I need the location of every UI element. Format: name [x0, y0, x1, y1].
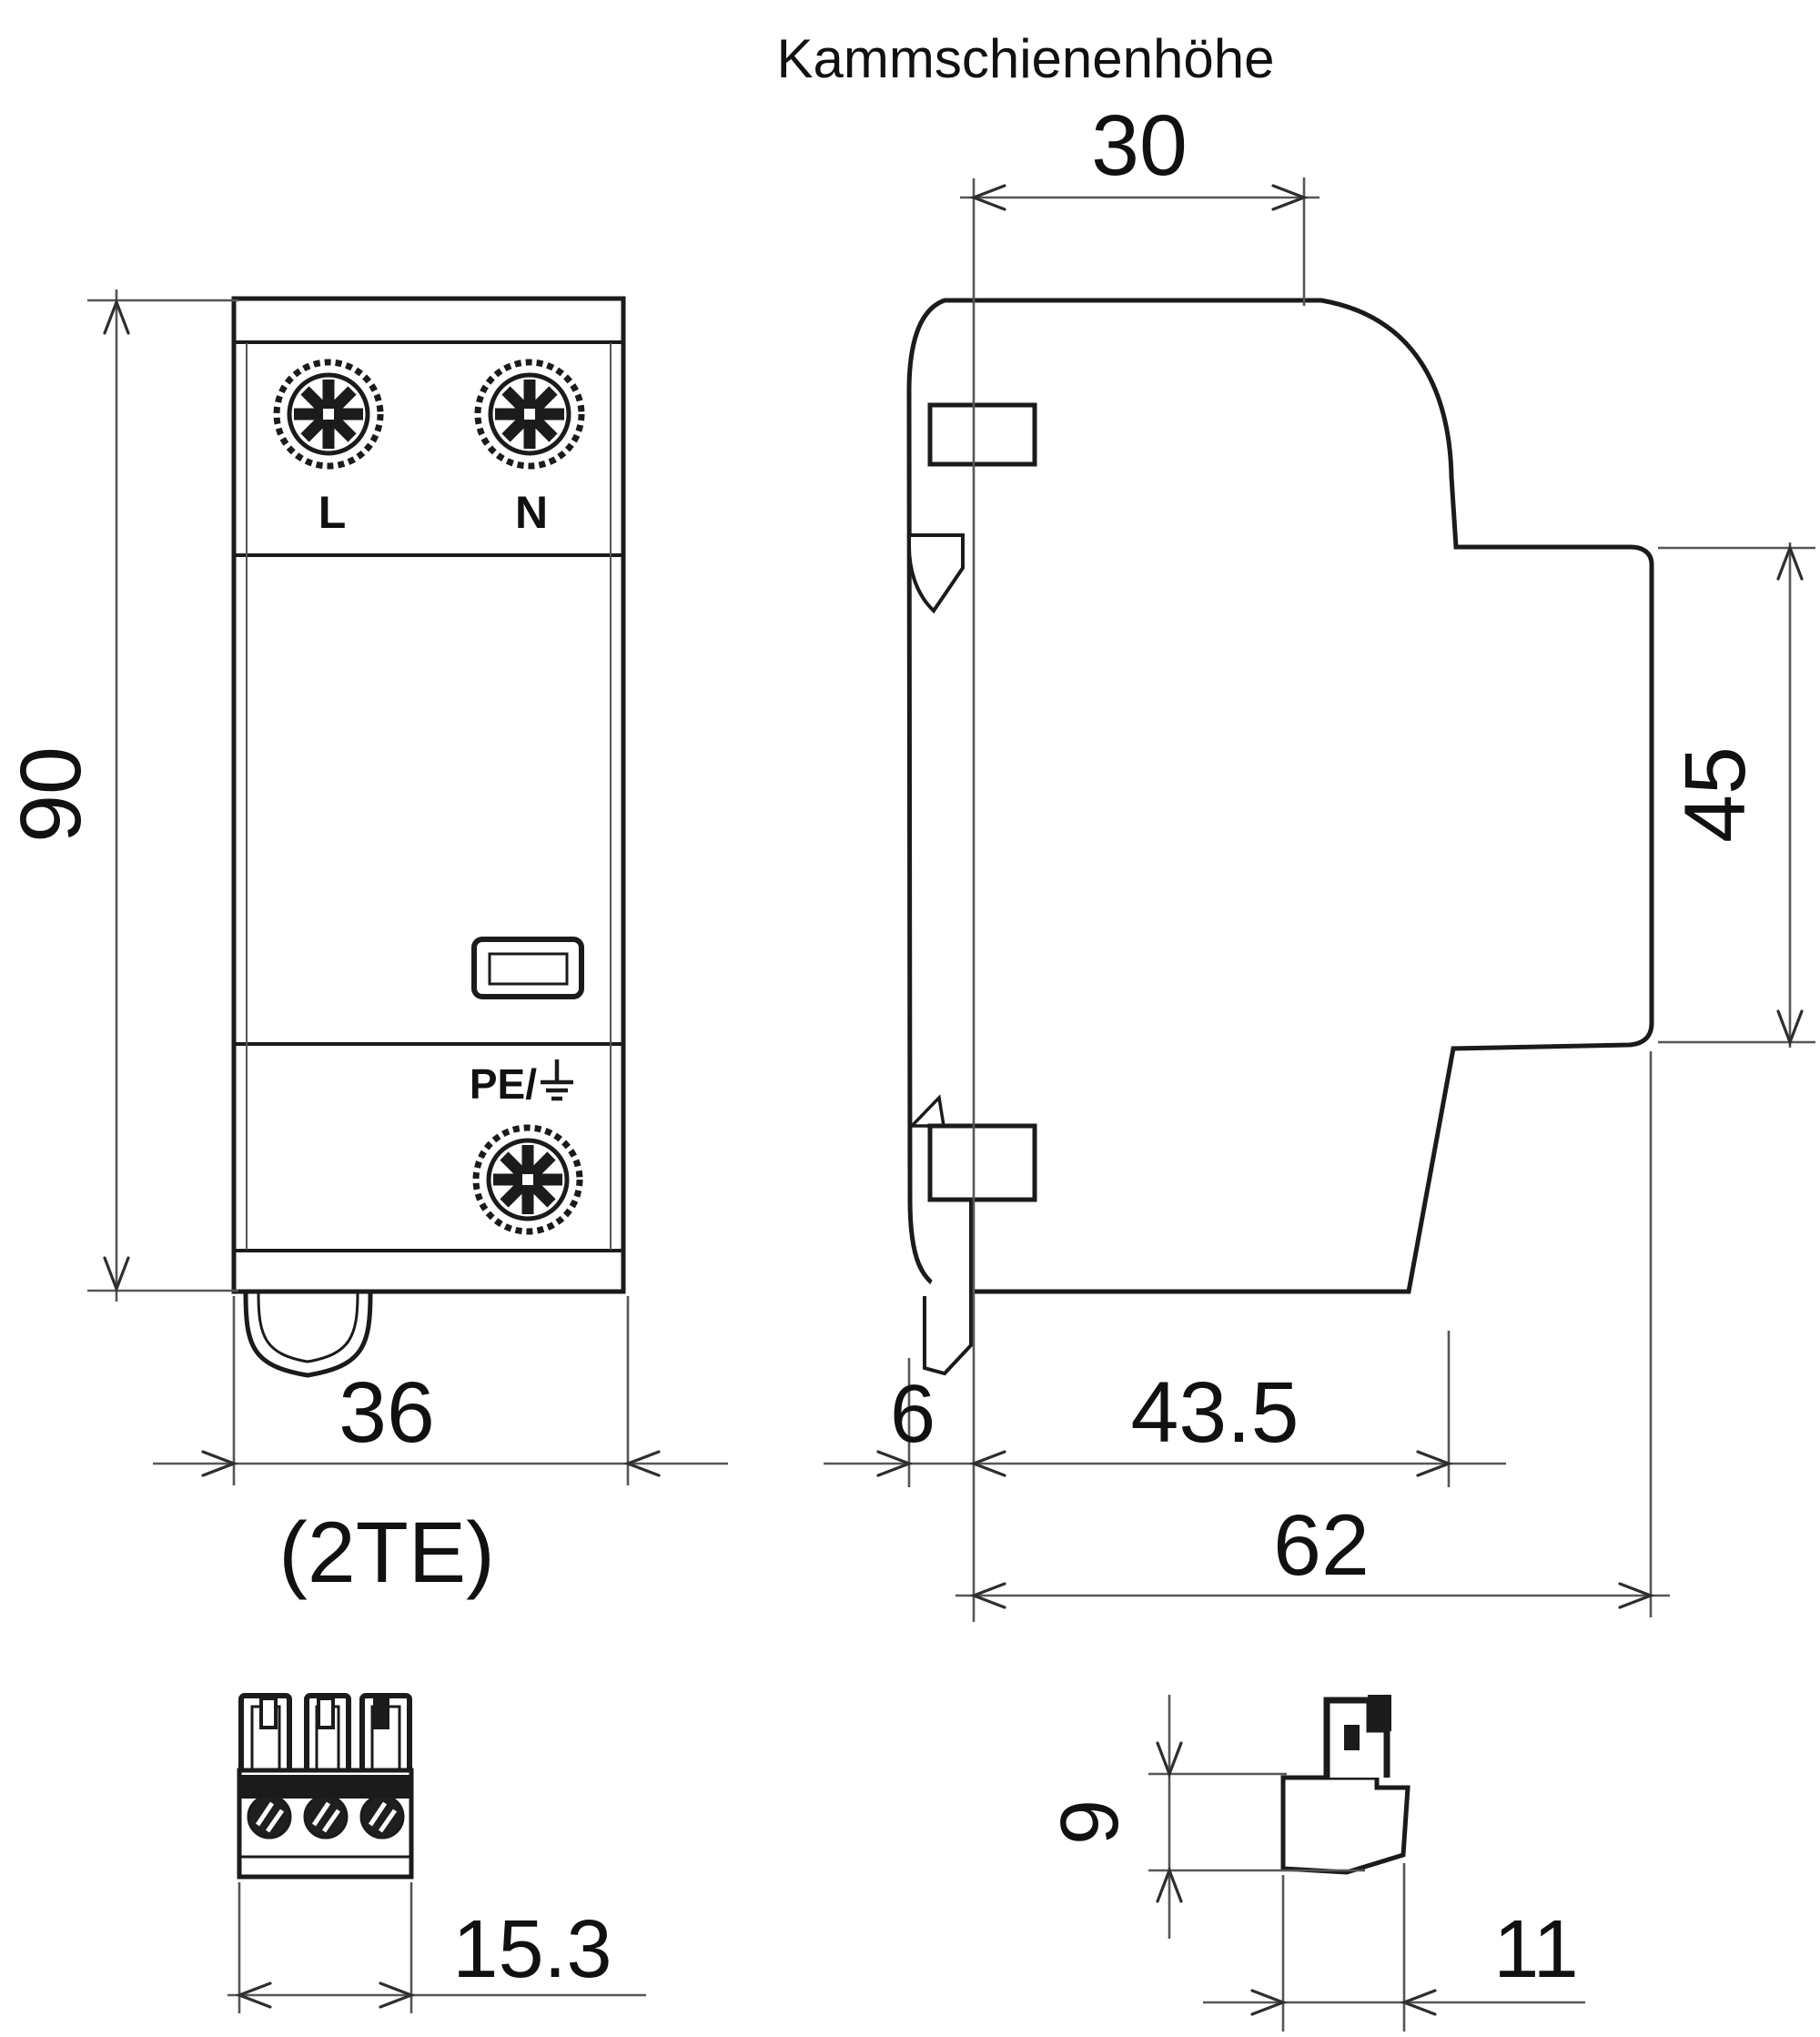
dim-9: 9	[1045, 1695, 1365, 1939]
page-title: Kammschienenhöhe	[776, 28, 1274, 89]
block-side-plug-slot	[1344, 1725, 1360, 1750]
front-view-body-outline	[231, 296, 626, 1294]
dim-90: 90	[3, 289, 238, 1302]
terminal-screw-pe-icon	[476, 1128, 580, 1231]
block-screw-1-icon	[248, 1796, 290, 1838]
dim-label-9: 9	[1045, 1799, 1136, 1845]
side-view-upper-latch	[927, 402, 1037, 467]
dim-45: 45	[1658, 542, 1815, 1048]
side-view-clip-tongue	[923, 1201, 973, 1376]
dim-label-36: 36	[339, 1364, 435, 1461]
pe-label-text: PE/	[470, 1060, 537, 1108]
dim-label-30: 30	[1091, 97, 1188, 194]
prong-1-slot	[259, 1697, 278, 1729]
terminal-block-front-view: 15.3	[228, 1693, 646, 2013]
dim-label-90: 90	[3, 746, 99, 843]
dim-label-43-5: 43.5	[1131, 1364, 1299, 1461]
prong-2-slot	[317, 1697, 335, 1729]
block-screw-3-icon	[361, 1796, 403, 1838]
dim-label-11: 11	[1493, 1904, 1578, 1995]
terminal-label-n: N	[515, 487, 548, 538]
block-side-plug-nub	[1368, 1695, 1391, 1731]
block-screw-2-icon	[305, 1796, 347, 1838]
status-indicator-inner	[488, 952, 569, 986]
terminal-screw-l-icon	[277, 362, 380, 466]
side-view-lower-latch	[927, 1123, 1037, 1202]
dim-6-and-43-5: 6 43.5	[824, 1331, 1506, 1487]
earth-symbol-icon	[541, 1059, 573, 1101]
side-view-upper-clip-hook	[907, 533, 965, 614]
din-clip-front-inner	[257, 1292, 359, 1363]
block-side-body	[1280, 1775, 1410, 1875]
side-view: Kammschienenhöhe 30 45	[776, 28, 1815, 1622]
dim-15-3: 15.3	[228, 1882, 646, 2013]
dim-36: 36 (2TE)	[153, 1296, 728, 1601]
terminal-screw-n-icon	[478, 362, 581, 466]
dim-label-62: 62	[1273, 1497, 1370, 1594]
prong-3-slot	[373, 1698, 389, 1729]
dim-11: 11	[1203, 1863, 1585, 2032]
side-view-profile-outline	[906, 298, 1654, 1294]
terminal-label-l: L	[318, 487, 347, 538]
dim-label-15-3: 15.3	[452, 1904, 612, 1995]
dim-label-2te: (2TE)	[278, 1505, 495, 1601]
pe-earth-label: PE/	[470, 1059, 573, 1108]
dim-label-45: 45	[1667, 746, 1764, 843]
front-view: L N PE/ 90	[3, 289, 728, 1601]
dim-label-6: 6	[890, 1369, 935, 1460]
dim-62: 62	[956, 1051, 1670, 1617]
dim-30: 30	[960, 97, 1320, 306]
terminal-block-side-view: 9 11	[1045, 1695, 1585, 2032]
din-clip-front-outer	[243, 1292, 373, 1378]
